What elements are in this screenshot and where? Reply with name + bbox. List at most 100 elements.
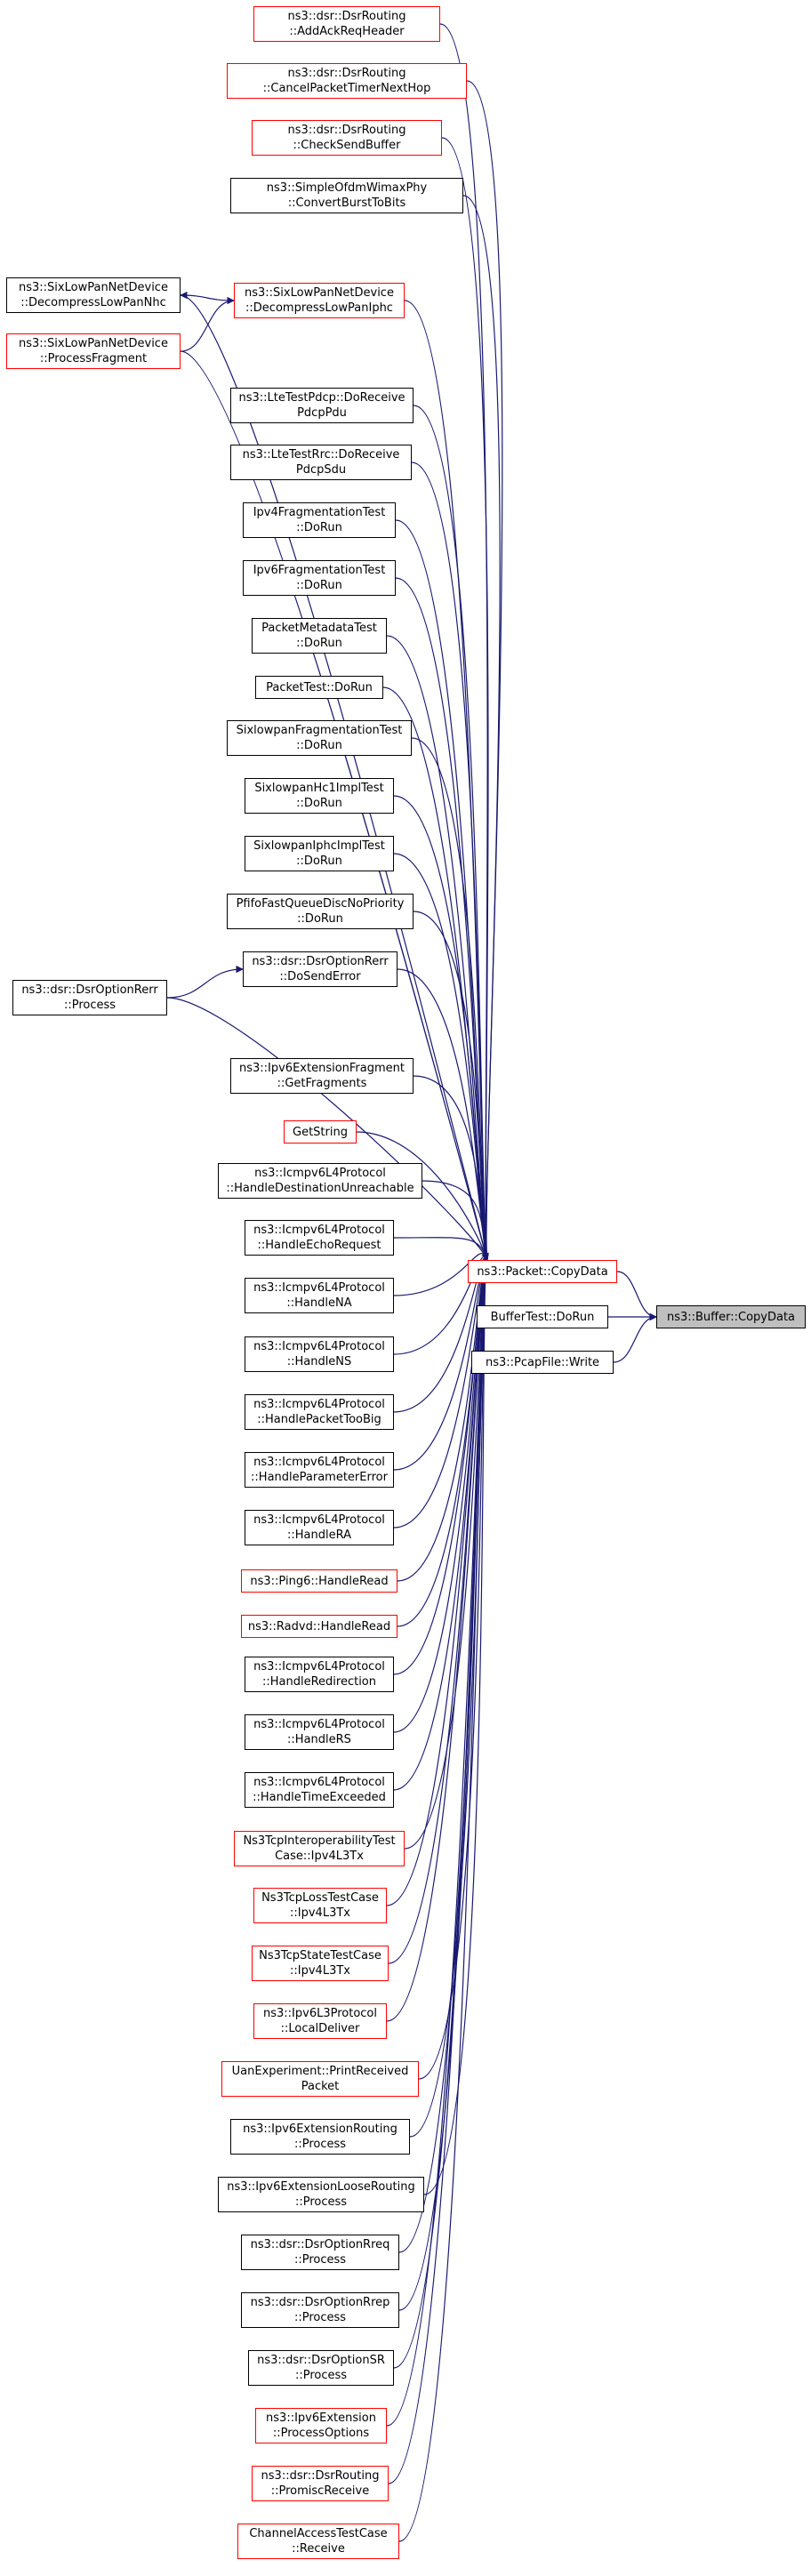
node-handle-echo-request[interactable]: ns3::Icmpv6L4Protocol::HandleEchoRequest	[245, 1220, 394, 1256]
node-line1: PacketMetadataTest	[261, 622, 377, 635]
node-line2: ::HandleDestinationUnreachable	[226, 1182, 414, 1195]
node-handle-na[interactable]: ns3::Icmpv6L4Protocol::HandleNA	[245, 1278, 394, 1313]
node-line1: UanExperiment::PrintReceived	[231, 2065, 409, 2078]
node-line2: ::Ipv4L3Tx	[290, 1964, 350, 1978]
node-ipv6-extension-loose-routing-process[interactable]: ns3::Ipv6ExtensionLooseRouting::Process	[218, 2177, 424, 2212]
node-ipv6-extension-process-options[interactable]: ns3::Ipv6Extension::ProcessOptions	[255, 2408, 387, 2444]
node-line1: ns3::Ipv6L3Protocol	[263, 2007, 377, 2020]
node-line2: Packet	[301, 2080, 340, 2093]
node-ns3-tcp-state-test-case[interactable]: Ns3TcpStateTestCase::Ipv4L3Tx	[252, 1946, 389, 1981]
node-dsr-option-rrep-process[interactable]: ns3::dsr::DsrOptionRrep::Process	[241, 2292, 399, 2328]
node-line2: ::GetFragments	[277, 1077, 367, 1090]
node-get-string[interactable]: GetString	[284, 1120, 357, 1144]
node-line2: ::DoRun	[296, 637, 342, 650]
node-line1: ns3::Ipv6ExtensionFragment	[238, 1062, 405, 1075]
node-add-ack-req-header[interactable]: ns3::dsr::DsrRouting::AddAckReqHeader	[253, 6, 440, 42]
node-handle-ra[interactable]: ns3::Icmpv6L4Protocol::HandleRA	[245, 1510, 394, 1545]
node-line2: ::CheckSendBuffer	[293, 139, 401, 152]
node-ipv6-extension-fragment-get-fragments[interactable]: ns3::Ipv6ExtensionFragment::GetFragments	[230, 1058, 414, 1094]
node-dsr-option-sr-process[interactable]: ns3::dsr::DsrOptionSR::Process	[248, 2350, 394, 2386]
node-check-send-buffer[interactable]: ns3::dsr::DsrRouting::CheckSendBuffer	[252, 120, 442, 156]
node-decompress-lowpan-iphc[interactable]: ns3::SixLowPanNetDevice::DecompressLowPa…	[234, 283, 405, 318]
node-line2: ::HandleNS	[286, 1355, 352, 1368]
node-ns3-tcp-loss-test-case[interactable]: Ns3TcpLossTestCase::Ipv4L3Tx	[253, 1888, 387, 1923]
node-packet-metadata-test[interactable]: PacketMetadataTest::DoRun	[252, 618, 387, 654]
node-decompress-lowpan-nhc[interactable]: ns3::SixLowPanNetDevice::DecompressLowPa…	[6, 277, 181, 313]
node-line2: ::Process	[293, 2311, 347, 2324]
node-ipv6-extension-routing-process[interactable]: ns3::Ipv6ExtensionRouting::Process	[230, 2119, 410, 2155]
node-handle-destination-unreachable[interactable]: ns3::Icmpv6L4Protocol::HandleDestination…	[218, 1163, 422, 1199]
edge-echo_request-to-packet_copydata	[393, 1237, 489, 1261]
node-line1: ns3::Radvd::HandleRead	[247, 1619, 391, 1633]
edge-channel_access-to-packet_copydata	[398, 1252, 489, 2542]
edge-decompress_iphc-to-decompress_nhc	[180, 291, 235, 301]
node-process-fragment[interactable]: ns3::SixLowPanNetDevice::ProcessFragment	[6, 333, 181, 369]
node-buffer-test-do-run[interactable]: BufferTest::DoRun	[477, 1305, 608, 1328]
node-line1: ns3::dsr::DsrRouting	[287, 124, 406, 137]
node-ping6-handle-read[interactable]: ns3::Ping6::HandleRead	[241, 1569, 397, 1593]
node-line2: PdcpPdu	[297, 406, 347, 420]
node-sixlowpan-hc1-impl-test[interactable]: SixlowpanHc1ImplTest::DoRun	[245, 778, 394, 814]
node-handle-rs[interactable]: ns3::Icmpv6L4Protocol::HandleRS	[245, 1714, 394, 1750]
node-line1: Ns3TcpInteroperabilityTest	[243, 1834, 396, 1848]
node-dsr-option-rerr-do-send-error[interactable]: ns3::dsr::DsrOptionRerr::DoSendError	[243, 951, 397, 987]
node-sixlowpan-fragmentation-test[interactable]: SixlowpanFragmentationTest::DoRun	[227, 720, 412, 756]
node-ipv6-l3-protocol-local-deliver[interactable]: ns3::Ipv6L3Protocol::LocalDeliver	[253, 2003, 387, 2039]
edge-pfifo-to-packet_copydata	[413, 911, 489, 1261]
node-line2: ::HandleEchoRequest	[257, 1239, 381, 1252]
node-handle-ns[interactable]: ns3::Icmpv6L4Protocol::HandleNS	[245, 1336, 394, 1372]
node-packet-copy-data[interactable]: ns3::Packet::CopyData	[468, 1260, 617, 1283]
node-line1: ns3::Icmpv6L4Protocol	[253, 1660, 385, 1673]
node-line2: ::DoSendError	[279, 970, 361, 983]
node-pfifo-fast-queue-disc-test[interactable]: PfifoFastQueueDiscNoPriority::DoRun	[227, 894, 414, 929]
node-sixlowpan-iphc-impl-test[interactable]: SixlowpanIphcImplTest::DoRun	[245, 836, 394, 871]
node-line1: SixlowpanIphcImplTest	[253, 839, 385, 853]
node-line1: PacketTest::DoRun	[266, 680, 373, 694]
node-radvd-handle-read[interactable]: ns3::Radvd::HandleRead	[241, 1615, 397, 1638]
node-handle-packet-too-big[interactable]: ns3::Icmpv6L4Protocol::HandlePacketTooBi…	[245, 1394, 394, 1430]
edge-dest_unreachable-to-packet_copydata	[422, 1180, 489, 1261]
edge-process_fragment-to-decompress_iphc	[180, 296, 235, 352]
node-line1: ns3::dsr::DsrOptionSR	[257, 2354, 385, 2367]
node-convert-burst-to-bits[interactable]: ns3::SimpleOfdmWimaxPhy::ConvertBurstToB…	[230, 178, 463, 213]
node-line2: ::LocalDeliver	[280, 2022, 360, 2035]
node-line1: SixlowpanHc1ImplTest	[254, 782, 384, 795]
node-pcap-file-write[interactable]: ns3::PcapFile::Write	[471, 1351, 614, 1374]
node-line1: ns3::Ipv6ExtensionLooseRouting	[227, 2180, 415, 2194]
node-line1: ns3::Buffer::CopyData	[666, 1310, 796, 1324]
node-line2: PdcpSdu	[295, 463, 347, 477]
node-cancel-packet-timer-next-hop[interactable]: ns3::dsr::DsrRouting::CancelPacketTimerN…	[227, 63, 467, 99]
edge-rerr_process-to-packet_copydata	[166, 997, 489, 1261]
node-line2: ::HandleParameterError	[251, 1471, 388, 1484]
node-line1: ns3::Icmpv6L4Protocol	[253, 1340, 385, 1353]
node-dsr-option-rreq-process[interactable]: ns3::dsr::DsrOptionRreq::Process	[241, 2235, 399, 2270]
node-buffer-copy-data: ns3::Buffer::CopyData	[656, 1305, 806, 1328]
node-line1: ns3::Icmpv6L4Protocol	[253, 1513, 385, 1527]
node-line1: ns3::Packet::CopyData	[477, 1264, 608, 1279]
node-line1: ns3::LteTestPdcp::DoReceive	[238, 391, 406, 405]
node-handle-time-exceeded[interactable]: ns3::Icmpv6L4Protocol::HandleTimeExceede…	[245, 1772, 394, 1808]
edge-ipv4_frag-to-packet_copydata	[395, 519, 489, 1261]
node-line1: ns3::Icmpv6L4Protocol	[253, 1224, 385, 1237]
node-line2: ::PromiscReceive	[270, 2484, 370, 2498]
node-line1: ns3::SixLowPanNetDevice	[19, 281, 168, 294]
node-line2: ::DecompressLowPanIphc	[245, 301, 393, 315]
node-dsr-option-rerr-process[interactable]: ns3::dsr::DsrOptionRerr::Process	[12, 980, 167, 1015]
edge-decompress_nhc-to-packet_copydata	[180, 294, 489, 1261]
node-ipv6-fragmentation-test[interactable]: Ipv6FragmentationTest::DoRun	[243, 560, 396, 596]
node-handle-redirection[interactable]: ns3::Icmpv6L4Protocol::HandleRedirection	[245, 1657, 394, 1692]
node-line2: ::Receive	[292, 2542, 345, 2556]
node-line1: SixlowpanFragmentationTest	[236, 724, 403, 737]
node-channel-access-test-case-receive[interactable]: ChannelAccessTestCase::Receive	[237, 2524, 399, 2559]
node-ipv4-fragmentation-test[interactable]: Ipv4FragmentationTest::DoRun	[243, 502, 396, 538]
node-packet-test[interactable]: PacketTest::DoRun	[255, 676, 383, 699]
node-line1: ns3::Icmpv6L4Protocol	[253, 1456, 385, 1469]
node-line1: ns3::SixLowPanNetDevice	[19, 337, 168, 350]
node-dsr-routing-promisc-receive[interactable]: ns3::dsr::DsrRouting::PromiscReceive	[252, 2466, 389, 2501]
node-handle-parameter-error[interactable]: ns3::Icmpv6L4Protocol::HandleParameterEr…	[245, 1452, 394, 1488]
